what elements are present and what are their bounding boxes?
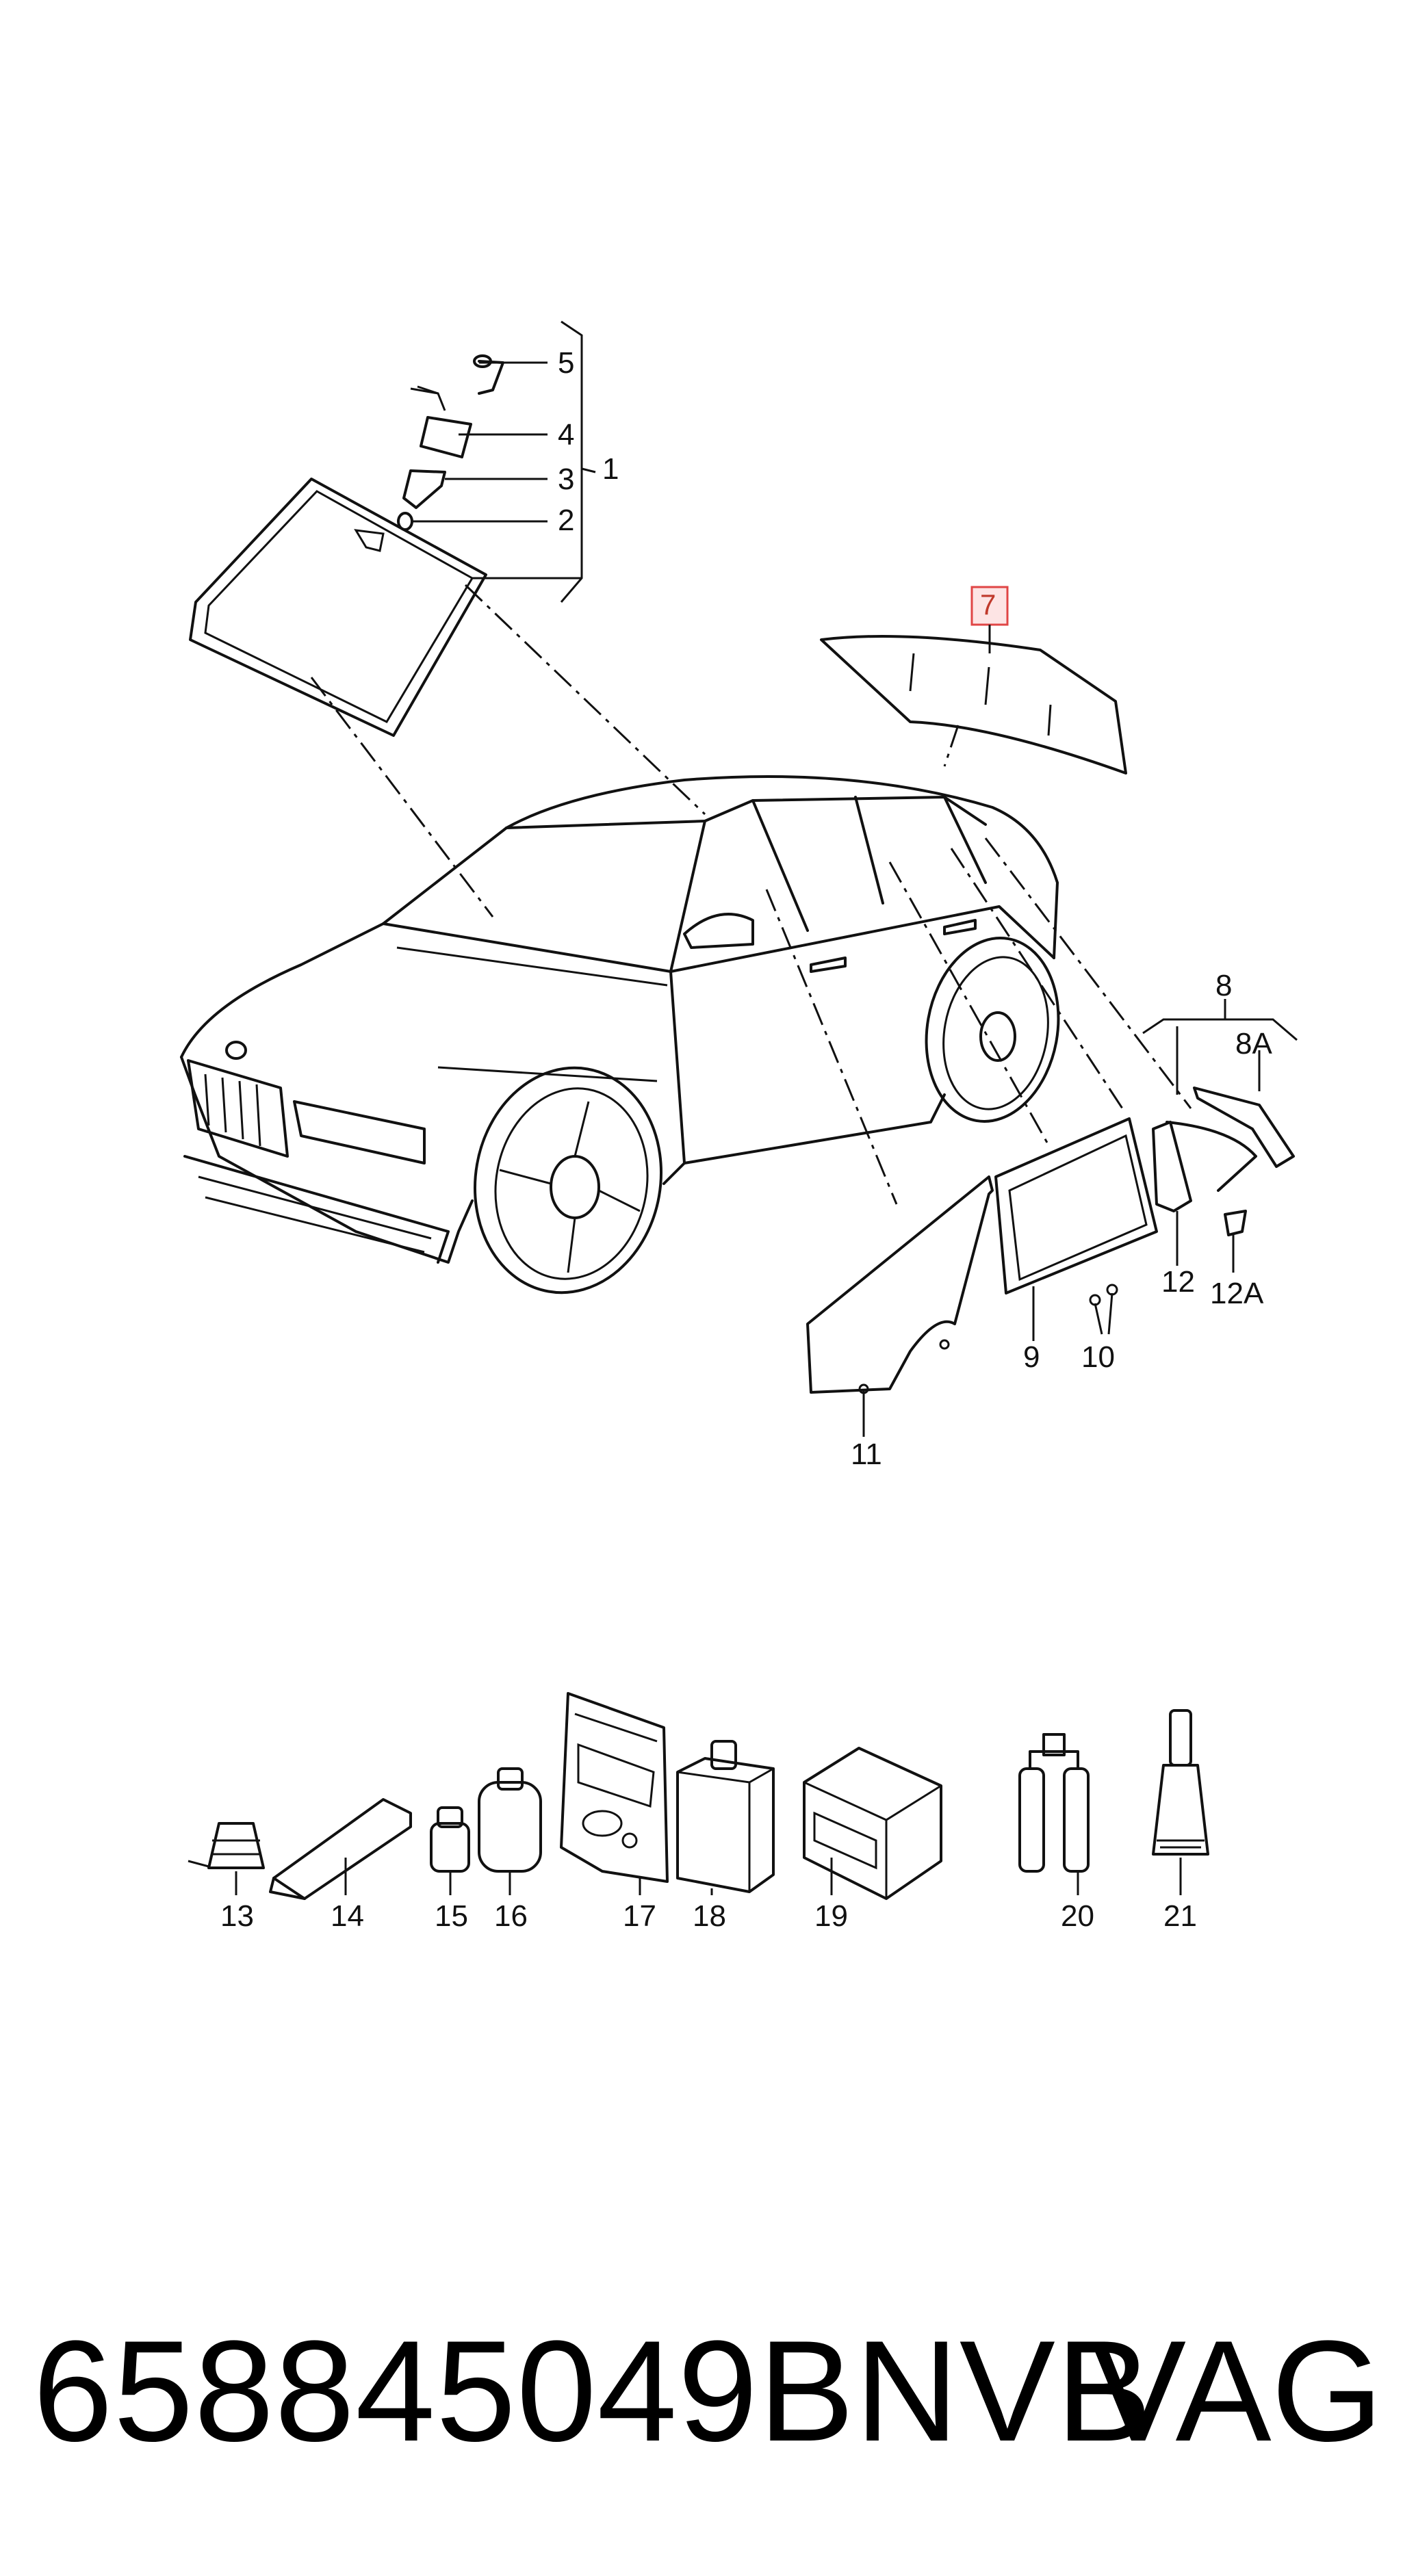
callout-12a: 12A xyxy=(1210,1277,1264,1310)
callout-18: 18 xyxy=(693,1899,726,1933)
primer-bottle-part-15[interactable] xyxy=(430,1806,470,1873)
callout-14: 14 xyxy=(331,1899,364,1933)
sensor-bracket-part-3[interactable] xyxy=(402,469,446,509)
clips-part-10[interactable] xyxy=(1089,1284,1118,1335)
sensor-cover-part-4[interactable] xyxy=(410,387,472,458)
callout-19: 19 xyxy=(814,1899,848,1933)
callout-8: 8 xyxy=(1215,969,1232,1002)
callout-12: 12 xyxy=(1161,1265,1195,1299)
sealing-cone-part-13[interactable] xyxy=(188,1822,265,1869)
rear-window[interactable] xyxy=(820,635,1127,775)
part-number: 658845049BNVB xyxy=(33,2311,1153,2471)
dual-cartridge-part-20[interactable] xyxy=(1018,1733,1090,1873)
callout-17: 17 xyxy=(623,1899,656,1933)
callout-13: 13 xyxy=(220,1899,254,1933)
callout-21: 21 xyxy=(1163,1899,1197,1933)
windscreen[interactable] xyxy=(189,478,487,737)
clip-part-12a[interactable] xyxy=(1224,1210,1247,1236)
cleaning-pack-part-17[interactable] xyxy=(560,1692,669,1883)
kit-box-part-19[interactable] xyxy=(803,1747,942,1900)
fixed-window[interactable] xyxy=(1152,1121,1192,1212)
callout-20: 20 xyxy=(1061,1899,1094,1933)
callout-7: 7 xyxy=(980,588,996,621)
callout-4: 4 xyxy=(558,418,574,452)
callout-5: 5 xyxy=(558,346,574,380)
footer: 658845049BNVB VAG xyxy=(0,2313,1416,2532)
rear-door-glass[interactable] xyxy=(994,1117,1158,1294)
callout-15: 15 xyxy=(435,1899,468,1933)
bottle-box-part-18[interactable] xyxy=(676,1740,775,1893)
callout-11: 11 xyxy=(851,1437,882,1471)
callout-2: 2 xyxy=(558,504,574,537)
front-door-glass[interactable] xyxy=(806,1175,994,1394)
car-body xyxy=(180,775,1060,1294)
brand-name: VAG xyxy=(1090,2311,1383,2471)
wiring-harness-part-5[interactable] xyxy=(473,354,504,395)
adhesive-tube-part-14[interactable] xyxy=(269,1798,412,1900)
callout-16: 16 xyxy=(494,1899,528,1933)
window-seal-part-8[interactable] xyxy=(1166,1087,1295,1192)
rain-sensor-part-2[interactable] xyxy=(397,512,413,531)
callout-9: 9 xyxy=(1023,1340,1040,1374)
nozzle-part-21[interactable] xyxy=(1152,1709,1209,1856)
primer-can-part-16[interactable] xyxy=(478,1767,542,1873)
callout-10: 10 xyxy=(1081,1340,1115,1374)
callout-1: 1 xyxy=(602,452,619,486)
callout-3: 3 xyxy=(558,463,574,496)
callout-8a: 8A xyxy=(1235,1027,1272,1061)
